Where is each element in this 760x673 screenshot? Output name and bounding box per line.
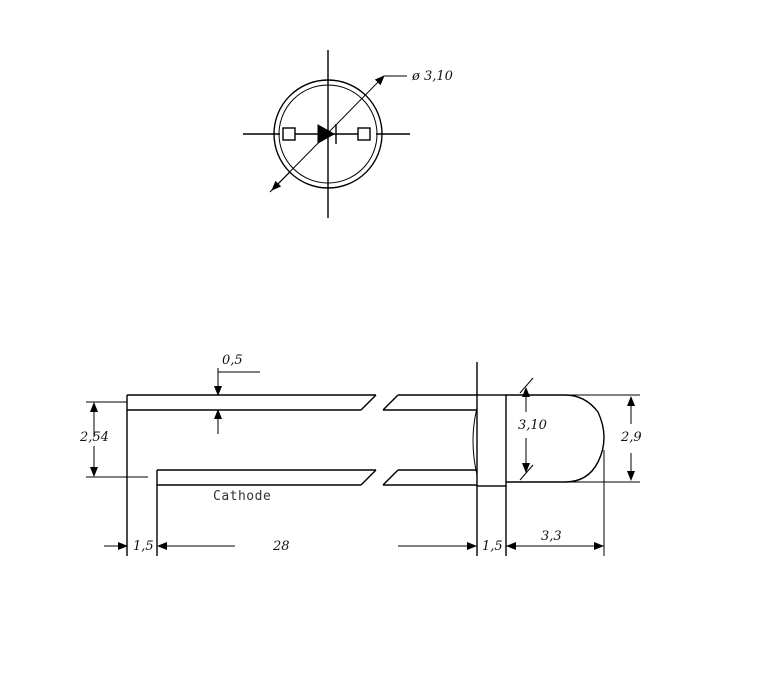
- lens-dome: [564, 394, 605, 483]
- lead-offset-label: 1,5: [133, 539, 154, 554]
- body-diameter-dimension: 3,10: [518, 377, 547, 481]
- diameter-label: ø 3,10: [411, 69, 453, 84]
- cathode-label: Cathode: [213, 489, 271, 504]
- side-view: 0,5 2,54 Cathode 1,5 28 1,5 3,3: [79, 353, 642, 556]
- lower-lead: [157, 469, 477, 486]
- lens-height-dimension: 2,9: [565, 394, 642, 483]
- top-view: ø 3,10: [243, 50, 453, 218]
- length-dimensions: 1,5 28 1,5 3,3: [104, 450, 605, 556]
- lead-pad-left: [282, 127, 296, 141]
- lens-height-label: 2,9: [620, 430, 642, 445]
- led-body: [472, 362, 605, 556]
- upper-lead: [127, 394, 477, 411]
- lead-spacing-dimension: 2,54: [79, 401, 148, 478]
- lead-pad-right: [357, 127, 371, 141]
- diameter-dimension: ø 3,10: [269, 69, 453, 193]
- lead-spacing-label: 2,54: [79, 430, 109, 445]
- flange-width-label: 1,5: [482, 539, 503, 554]
- lead-thickness-label: 0,5: [222, 353, 243, 368]
- lead-thickness-dimension: 0,5: [214, 353, 260, 434]
- flange: [476, 394, 507, 487]
- lens-length-label: 3,3: [541, 529, 562, 544]
- lead-length-label: 28: [272, 539, 290, 554]
- body-diameter-label: 3,10: [518, 418, 547, 433]
